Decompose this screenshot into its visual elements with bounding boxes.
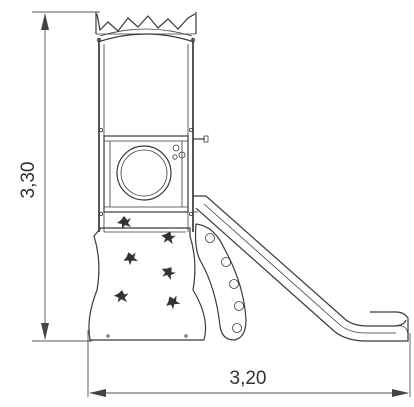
panel-knob — [178, 151, 186, 159]
climbing-hold-icon — [161, 231, 176, 245]
width-dimension: 3,20 — [87, 330, 411, 397]
porthole-inner — [120, 149, 168, 197]
slide-top-edge — [193, 195, 407, 327]
post-bolt — [99, 211, 104, 216]
width-arrow-left — [89, 389, 106, 397]
slide-start-lip — [192, 196, 198, 213]
post-bolt — [188, 211, 193, 216]
wall-bolt — [184, 334, 188, 338]
roof-arch — [97, 33, 195, 43]
support-hole — [221, 257, 231, 267]
support-hole — [232, 323, 242, 333]
panel-frame — [103, 135, 189, 213]
support-hole — [229, 279, 239, 289]
handle-cap — [203, 135, 209, 143]
width-arrow-right — [392, 389, 409, 397]
climbing-wall — [88, 216, 207, 341]
support-hole — [234, 301, 244, 311]
post-bolt — [99, 127, 104, 132]
slide-support-plate — [194, 223, 247, 341]
width-label: 3,20 — [230, 368, 267, 389]
climbing-hold-icon — [117, 216, 131, 229]
roof-zigzag-top — [96, 13, 196, 32]
climbing-hold-icon — [113, 290, 129, 303]
porthole-outer — [116, 145, 172, 201]
climbing-hold-icon — [166, 295, 181, 310]
slide-inner-line — [203, 203, 396, 334]
support-hole — [205, 233, 215, 243]
slide-support — [194, 223, 247, 341]
roof-arch-inner — [99, 28, 193, 37]
climbing-hold-icon — [123, 252, 139, 266]
height-dimension: 3,30 — [18, 11, 100, 342]
height-arrow-bottom — [41, 323, 49, 340]
height-label: 3,30 — [18, 162, 39, 199]
panel-knob — [172, 144, 180, 152]
tower-roof — [95, 12, 197, 43]
height-arrow-top — [41, 13, 49, 30]
post-bolt — [188, 127, 193, 132]
porthole-panel — [103, 135, 209, 213]
tower-posts — [98, 38, 194, 232]
climbing-hold-icon — [161, 267, 177, 281]
wall-bolt — [106, 334, 110, 338]
slide-exit-lip — [395, 325, 409, 337]
slide — [192, 195, 409, 342]
slide-bottom-edge — [195, 207, 409, 342]
climbing-wall-outline — [88, 227, 207, 341]
panel-knob — [172, 154, 178, 160]
